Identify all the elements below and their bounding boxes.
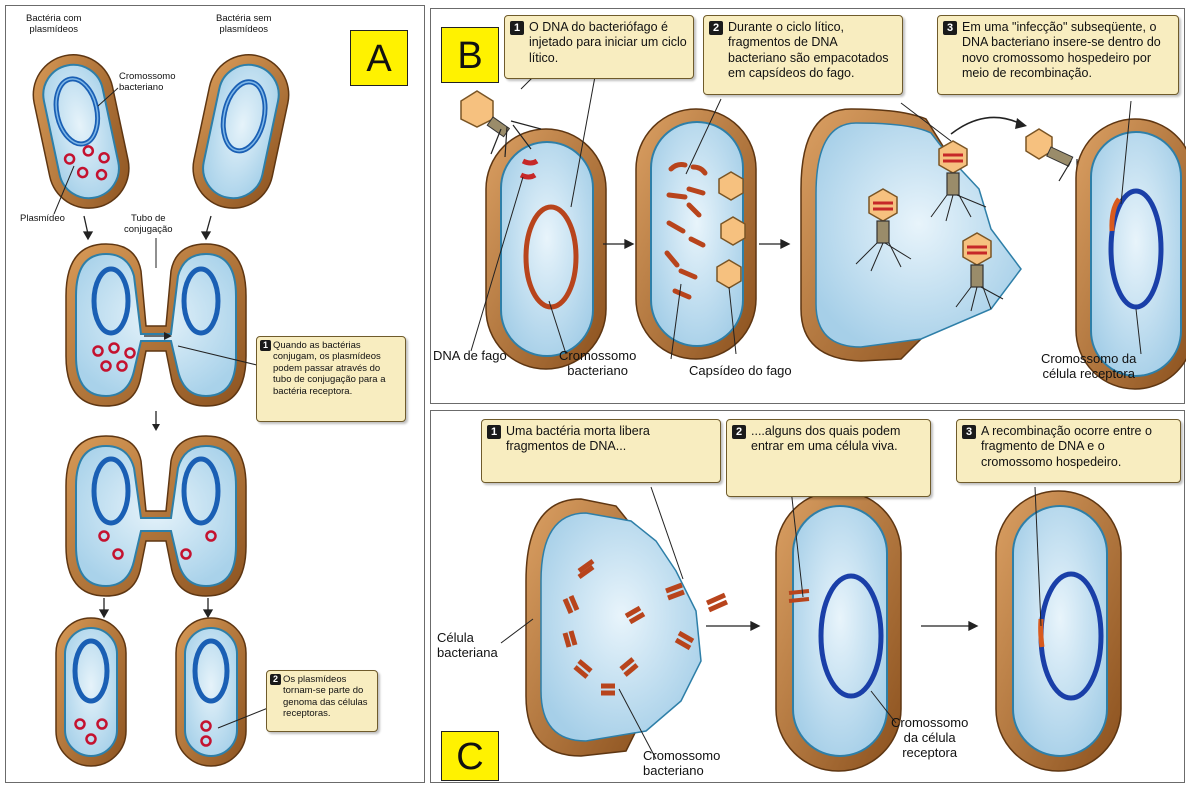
panel-b-transduction: B 1 O DNA do bacteriófago é injetado par… (430, 8, 1185, 404)
label-plasmid: Plasmídeo (20, 214, 65, 225)
cell-after-recombination (996, 491, 1121, 771)
dead-cell-releasing-dna (526, 499, 727, 756)
step-number-badge: 2 (709, 21, 723, 35)
panel-a-conjugation: A Bactéria com plasmídeos Bactéria sem p… (5, 5, 425, 783)
callout-text: A recombinação ocorre entre o fragmento … (981, 424, 1152, 469)
panel-a-letter: A (350, 30, 408, 86)
panel-c-transformation: C 1 Uma bactéria morta libera fragmentos… (430, 410, 1185, 783)
step-number-badge: 1 (487, 425, 501, 439)
label-receptor-chromosome: Cromossomo da célula receptora (891, 716, 968, 761)
cell-receptor (1026, 119, 1186, 389)
step-number-badge: 3 (962, 425, 976, 439)
recipient-bacterium-left (56, 618, 126, 766)
label-bacterium-without-plasmids: Bactéria sem plasmídeos (216, 14, 271, 36)
conjugating-pair-1 (66, 244, 246, 406)
live-cell-with-fragment (776, 491, 901, 771)
label-phage-capsid: Capsídeo do fago (689, 364, 792, 379)
callout-text: Quando as bactérias conjugam, os plasmíd… (273, 340, 386, 397)
cell-lytic-cycle (636, 109, 756, 359)
callout-text: ....alguns dos quais podem entrar em uma… (751, 424, 900, 453)
callout-b-step-2: 2 Durante o ciclo lítico, fragmentos de … (703, 15, 903, 95)
callout-text: Durante o ciclo lítico, fragmentos de DN… (728, 20, 889, 80)
callout-a-step-1: 1 Quando as bactérias conjugam, os plasm… (256, 336, 406, 422)
label-phage-dna: DNA de fago (433, 349, 507, 364)
callout-c-step-1: 1 Uma bactéria morta libera fragmentos d… (481, 419, 721, 483)
label-conjugation-tube: Tubo de conjugação (124, 214, 173, 236)
callout-text: Uma bactéria morta libera fragmentos de … (506, 424, 650, 453)
step-number-badge: 1 (260, 340, 271, 351)
label-bacterial-chromosome: Cromossomo bacteriano (119, 72, 176, 94)
callout-a-step-2: 2 Os plasmídeos tornam-se parte do genom… (266, 670, 378, 732)
callout-text: O DNA do bacteriófago é injetado para in… (529, 20, 687, 65)
callout-b-step-1: 1 O DNA do bacteriófago é injetado para … (504, 15, 694, 79)
label-bacterium-with-plasmids: Bactéria com plasmídeos (26, 14, 81, 36)
callout-c-step-3: 3 A recombinação ocorre entre o fragment… (956, 419, 1181, 483)
label-receptor-chromosome: Cromossomo da célula receptora (1041, 352, 1136, 382)
step-number-badge: 2 (732, 425, 746, 439)
callout-b-step-3: 3 Em uma "infecção" subseqüente, o DNA b… (937, 15, 1179, 95)
recipient-bacterium-right (176, 618, 246, 766)
callout-text: Os plasmídeos tornam-se parte do genoma … (283, 674, 368, 719)
step-number-badge: 3 (943, 21, 957, 35)
label-bacterial-cell: Célula bacteriana (437, 631, 498, 661)
panel-b-letter: B (441, 27, 499, 83)
bacterium-without-plasmids (186, 47, 296, 215)
panel-c-letter: C (441, 731, 499, 781)
callout-c-step-2: 2 ....alguns dos quais podem entrar em u… (726, 419, 931, 497)
callout-text: Em uma "infecção" subseqüente, o DNA bac… (962, 20, 1161, 80)
label-bacterial-chromosome: Cromossomo bacteriano (643, 749, 720, 779)
cell-lysed-releasing-phages (801, 109, 1021, 361)
label-bacterial-chromosome: Cromossomo bacteriano (559, 349, 636, 379)
step-number-badge: 1 (510, 21, 524, 35)
step-number-badge: 2 (270, 674, 281, 685)
conjugating-pair-2 (66, 436, 246, 596)
